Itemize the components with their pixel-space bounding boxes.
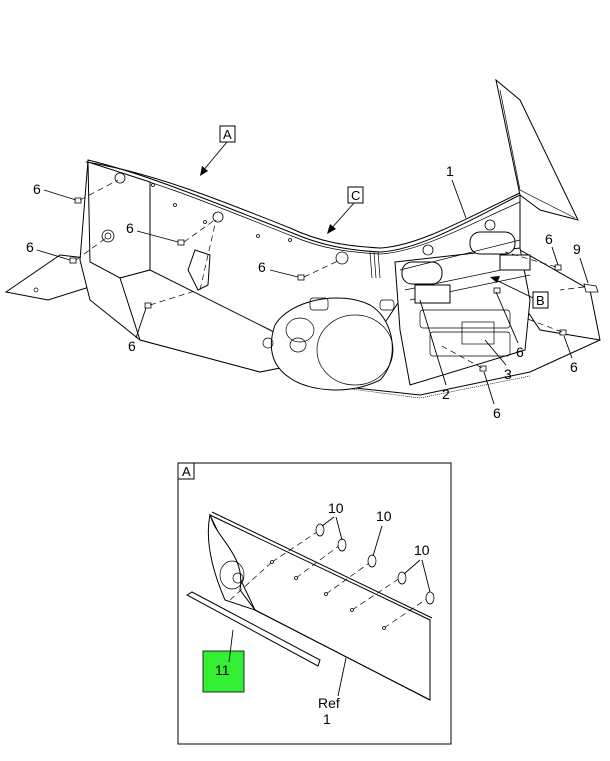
- main-callouts: A C B 1 6 6 6 6 6 6 6 6 6: [26, 125, 589, 421]
- vent-slats: [369, 251, 381, 279]
- console-slot-lower: [429, 331, 511, 357]
- flap-hole: [33, 287, 39, 293]
- detail-callout-10-c: 10: [414, 542, 430, 558]
- detail-a-tag: A: [182, 464, 191, 479]
- console-slot-upper: [419, 309, 511, 329]
- top-edge: [85, 161, 523, 249]
- detail-speaker-edge: [219, 560, 245, 590]
- callout-6-h: 6: [570, 359, 578, 375]
- rear-upright-edge: [499, 89, 576, 219]
- top-edge-inner: [99, 167, 521, 255]
- view-c-box: [347, 186, 364, 204]
- view-a-label: A: [223, 127, 232, 142]
- view-c-label: C: [351, 188, 360, 203]
- callout-9: 9: [573, 241, 581, 257]
- console-connector: [461, 321, 495, 345]
- grab-handle: [187, 249, 211, 291]
- callout-6-b: 6: [26, 239, 34, 255]
- view-b-label: B: [536, 293, 545, 308]
- edge-clips: [101, 172, 496, 265]
- callout-6-d: 6: [258, 259, 266, 275]
- callout-6-c: 6: [126, 220, 134, 236]
- callout-6-g: 6: [516, 344, 524, 360]
- detail-callout-10-b: 10: [376, 508, 392, 524]
- view-a-box: [219, 125, 236, 143]
- callout-6-f: 6: [545, 231, 553, 247]
- detail-dash-lines: [229, 529, 429, 629]
- callout-6-a: 6: [33, 181, 41, 197]
- detail-callout-11: 11: [215, 662, 230, 678]
- right-end-panel: [519, 249, 601, 341]
- detail-callout-10-a: 10: [328, 500, 344, 516]
- callout-1: 1: [446, 163, 454, 179]
- view-b-box: [532, 291, 549, 309]
- detail-callout-ref: Ref: [318, 695, 340, 711]
- detail-panel-top: [211, 511, 433, 619]
- detail-clips-10: [315, 523, 435, 605]
- speaker-grille: [262, 297, 395, 391]
- detail-callout-ref-num: 1: [323, 711, 331, 727]
- callout-6-i: 6: [493, 405, 501, 421]
- callout-2: 2: [442, 386, 450, 402]
- callout-6-e: 6: [128, 338, 136, 354]
- rear-upright-panel: [495, 78, 579, 221]
- detail-speaker-center: [232, 572, 244, 584]
- detail-a: A: [177, 462, 452, 745]
- console-base-hatch: [319, 375, 531, 399]
- detail-flange: [207, 513, 257, 611]
- callout-3: 3: [504, 366, 512, 382]
- detail-holes: [270, 560, 386, 630]
- detail-a-tag-box: [177, 462, 195, 480]
- install-dash-lines: [75, 179, 585, 369]
- detail-trim-strip: [185, 591, 321, 667]
- console-base: [299, 339, 601, 396]
- part-11-highlight: [202, 650, 245, 693]
- detail-panel-bottom: [254, 609, 431, 701]
- main-assembly: [4, 78, 601, 399]
- fastener-clips: [69, 197, 599, 372]
